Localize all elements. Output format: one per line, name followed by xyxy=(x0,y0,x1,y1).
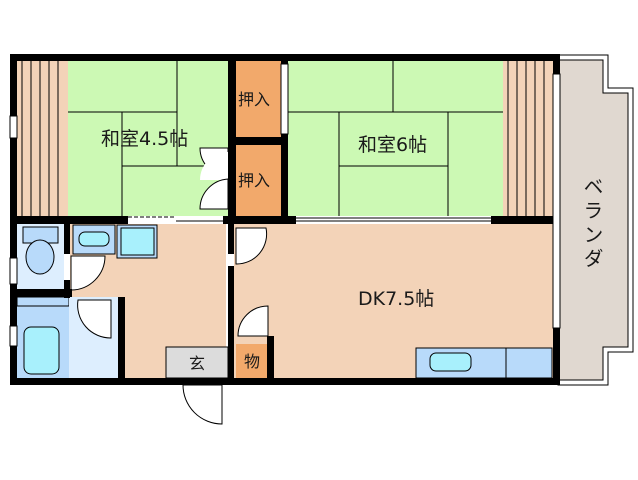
room-label-oshiire-lower: 押入 xyxy=(238,171,271,190)
tatami-6 xyxy=(288,61,503,216)
mono-door[interactable] xyxy=(237,305,269,337)
washitsu-door-lower[interactable] xyxy=(200,152,228,180)
fusuma-45 xyxy=(128,216,223,223)
toilet-room xyxy=(17,224,64,289)
veranda-area xyxy=(557,54,634,386)
room-label-mono: 物 xyxy=(244,352,261,371)
mono-storage xyxy=(236,344,272,378)
entrance-door[interactable] xyxy=(182,384,223,425)
toilet-door[interactable] xyxy=(70,255,106,291)
oshiire-door[interactable] xyxy=(199,178,229,210)
room-label-genkan: 玄 xyxy=(189,354,206,373)
room-label-washitsu-6: 和室6帖 xyxy=(358,134,428,156)
room-label-veranda: ベランダ xyxy=(580,176,604,272)
kitchen-counter xyxy=(415,347,553,379)
washbasin-bowl xyxy=(78,231,110,247)
engawa-right xyxy=(503,61,553,216)
walls xyxy=(10,54,560,385)
washing-machine-inner xyxy=(120,227,155,256)
tatami-4-5 xyxy=(68,61,228,216)
room-label-washitsu-45: 和室4.5帖 xyxy=(101,128,189,150)
oshiire-lower xyxy=(236,145,281,216)
window-left-3 xyxy=(9,325,18,347)
window-left-2 xyxy=(9,257,18,285)
window-right xyxy=(552,73,561,329)
window-left-1 xyxy=(9,115,18,139)
room-label-dk: DK7.5帖 xyxy=(358,288,435,310)
washroom xyxy=(69,297,118,378)
engawa-left xyxy=(17,61,68,216)
window-closet xyxy=(280,63,289,135)
fusuma-6 xyxy=(296,216,491,223)
bath-room xyxy=(16,296,70,378)
dk-door[interactable] xyxy=(235,227,268,265)
room-label-oshiire-upper: 押入 xyxy=(238,90,271,109)
oshiire-upper xyxy=(236,61,281,137)
